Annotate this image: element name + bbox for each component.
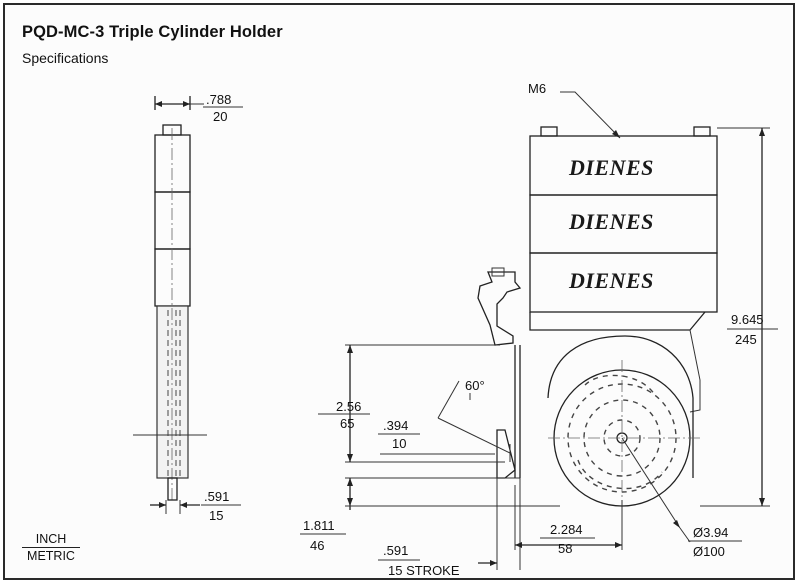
drawing-sheet: [3, 3, 795, 580]
page-subtitle: Specifications: [22, 50, 109, 66]
brand-label-bottom: DIENES: [568, 268, 654, 293]
dim-blade-diameter-inch: Ø3.94: [693, 525, 728, 540]
thread-label: M6: [528, 81, 546, 96]
dim-pin-width-inch: .591: [204, 489, 229, 504]
dim-clamp-offset-metric: 10: [392, 436, 406, 451]
dim-center-offset-metric: 58: [558, 541, 572, 556]
dim-arm-height-metric: 65: [340, 416, 354, 431]
dim-body-width-metric: 20: [213, 109, 227, 124]
legend-divider: [22, 547, 80, 548]
side-view: [133, 96, 207, 514]
dim-stroke-inch: .591: [383, 543, 408, 558]
dim-pin-width-metric: 15: [209, 508, 223, 523]
brand-label-middle: DIENES: [568, 209, 654, 234]
dim-arm-height-inch: 2.56: [336, 399, 361, 414]
front-view: [345, 91, 770, 570]
dim-lower-height-metric: 46: [310, 538, 324, 553]
dim-overall-height-metric: 245: [735, 332, 757, 347]
dim-clamp-offset-inch: .394: [383, 418, 408, 433]
dim-center-offset-inch: 2.284: [550, 522, 583, 537]
brand-label-top: DIENES: [568, 155, 654, 180]
dim-overall-height-inch: 9.645: [731, 312, 764, 327]
dim-lower-height-inch: 1.811: [303, 518, 335, 533]
dim-stroke-metric: 15 STROKE: [388, 563, 460, 578]
legend-metric: METRIC: [27, 549, 75, 563]
page-title: PQD-MC-3 Triple Cylinder Holder: [22, 23, 283, 41]
angle-label: 60°: [465, 378, 485, 393]
legend-inch: INCH: [35, 532, 67, 546]
unit-legend: INCH METRIC: [22, 532, 80, 563]
dim-blade-diameter-metric: Ø100: [693, 544, 725, 559]
dim-body-width-inch: .788: [206, 92, 231, 107]
